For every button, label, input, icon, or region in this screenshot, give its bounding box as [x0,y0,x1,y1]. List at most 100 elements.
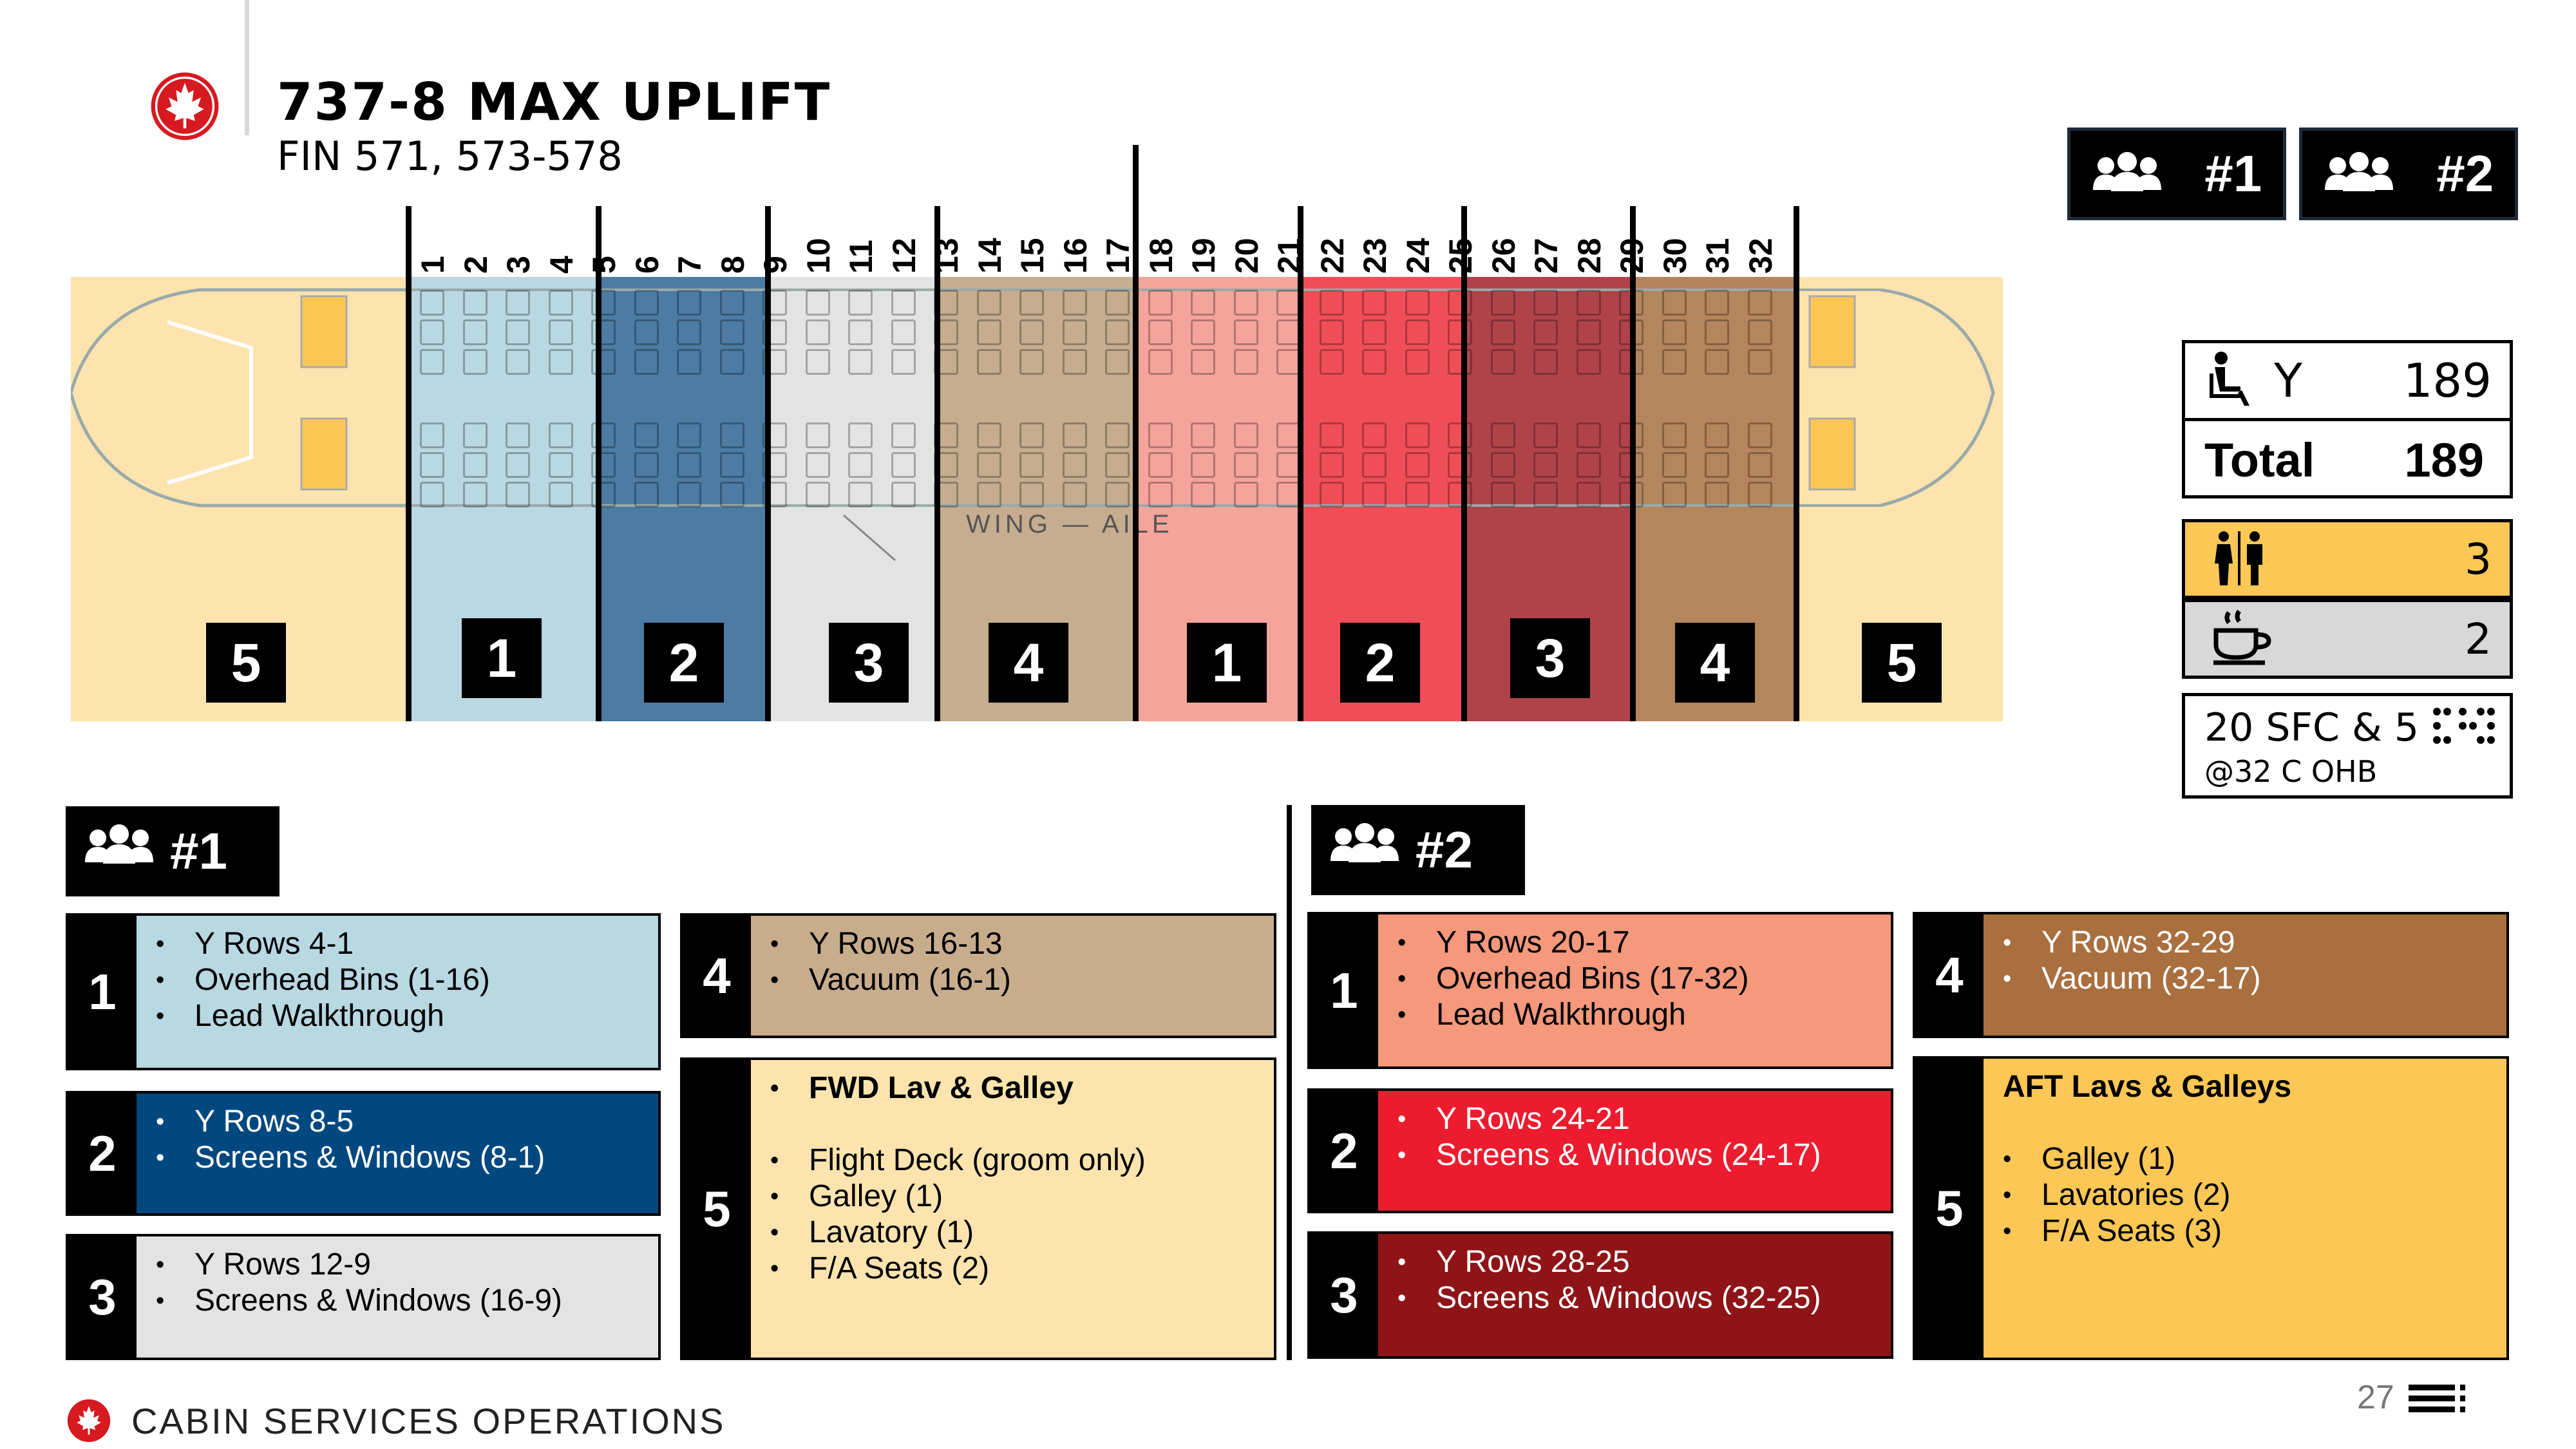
seat[interactable] [420,422,444,448]
seat[interactable] [1577,482,1601,507]
seat[interactable] [720,349,744,375]
seat[interactable] [977,452,1001,478]
seat[interactable] [420,452,444,478]
seat[interactable] [762,452,787,478]
seat[interactable] [720,482,744,507]
menu-icon[interactable] [2409,1383,2467,1417]
seat[interactable] [1405,290,1430,316]
seat[interactable] [1234,349,1258,375]
seat[interactable] [1405,319,1430,345]
seat[interactable] [549,319,573,345]
seat[interactable] [1577,452,1601,478]
seat[interactable] [1105,290,1130,316]
seat[interactable] [1748,422,1772,448]
seat[interactable] [591,290,616,316]
seat[interactable] [677,319,701,345]
seat[interactable] [1748,349,1772,375]
seat[interactable] [1191,290,1215,316]
seat[interactable] [591,422,616,448]
seat[interactable] [1191,482,1215,507]
seat[interactable] [634,422,659,448]
seat[interactable] [1105,452,1130,478]
seat[interactable] [1148,482,1173,507]
seat[interactable] [1063,422,1087,448]
seat[interactable] [506,290,530,316]
seat[interactable] [506,452,530,478]
seat[interactable] [1019,422,1044,448]
seat[interactable] [1705,319,1729,345]
seat[interactable] [1234,482,1258,507]
seat[interactable] [1491,482,1515,507]
seat[interactable] [1448,482,1472,507]
seat[interactable] [1191,452,1215,478]
seat[interactable] [1148,349,1173,375]
seat[interactable] [677,290,701,316]
seat[interactable] [806,319,830,345]
seat[interactable] [848,452,873,478]
seat[interactable] [677,482,701,507]
seat[interactable] [848,482,873,507]
seat[interactable] [463,319,488,345]
seat[interactable] [591,452,616,478]
seat[interactable] [1234,319,1258,345]
seat[interactable] [977,349,1001,375]
seat[interactable] [1491,349,1515,375]
seat[interactable] [1448,349,1472,375]
seat[interactable] [1105,482,1130,507]
seat[interactable] [1320,319,1344,345]
seat[interactable] [1448,290,1472,316]
seat[interactable] [806,452,830,478]
seat[interactable] [848,422,873,448]
seat[interactable] [1234,422,1258,448]
seat[interactable] [1491,290,1515,316]
seat[interactable] [634,319,659,345]
seat[interactable] [1019,319,1044,345]
seat[interactable] [1320,422,1344,448]
seat[interactable] [1533,422,1558,448]
seat[interactable] [591,482,616,507]
seat[interactable] [1448,422,1472,448]
seat[interactable] [1191,422,1215,448]
seat[interactable] [1748,290,1772,316]
seat[interactable] [1533,319,1558,345]
seat[interactable] [506,482,530,507]
seat[interactable] [1320,290,1344,316]
seat[interactable] [1577,349,1601,375]
seat[interactable] [1748,482,1772,507]
seat[interactable] [677,422,701,448]
seat[interactable] [1320,482,1344,507]
seat[interactable] [1748,319,1772,345]
seat[interactable] [506,349,530,375]
seat[interactable] [720,290,744,316]
seat[interactable] [677,452,701,478]
seat[interactable] [420,290,444,316]
seat[interactable] [1577,319,1601,345]
seat[interactable] [1405,349,1430,375]
seat[interactable] [1019,452,1044,478]
seat[interactable] [720,452,744,478]
seat[interactable] [1191,349,1215,375]
seat[interactable] [506,422,530,448]
seat[interactable] [1662,290,1687,316]
seat[interactable] [1405,422,1430,448]
seat[interactable] [720,422,744,448]
seat[interactable] [1019,482,1044,507]
seat[interactable] [806,349,830,375]
seat[interactable] [977,319,1001,345]
seat[interactable] [1362,422,1387,448]
seat[interactable] [463,452,488,478]
seat[interactable] [848,319,873,345]
seat[interactable] [1063,290,1087,316]
seat[interactable] [1063,452,1087,478]
seat[interactable] [1148,319,1173,345]
seat[interactable] [891,422,916,448]
seat[interactable] [891,319,916,345]
seat[interactable] [463,482,488,507]
seat[interactable] [1362,452,1387,478]
seat[interactable] [806,482,830,507]
seat[interactable] [1105,349,1130,375]
seat[interactable] [891,349,916,375]
seat[interactable] [762,319,787,345]
seat[interactable] [1405,482,1430,507]
seat[interactable] [806,290,830,316]
